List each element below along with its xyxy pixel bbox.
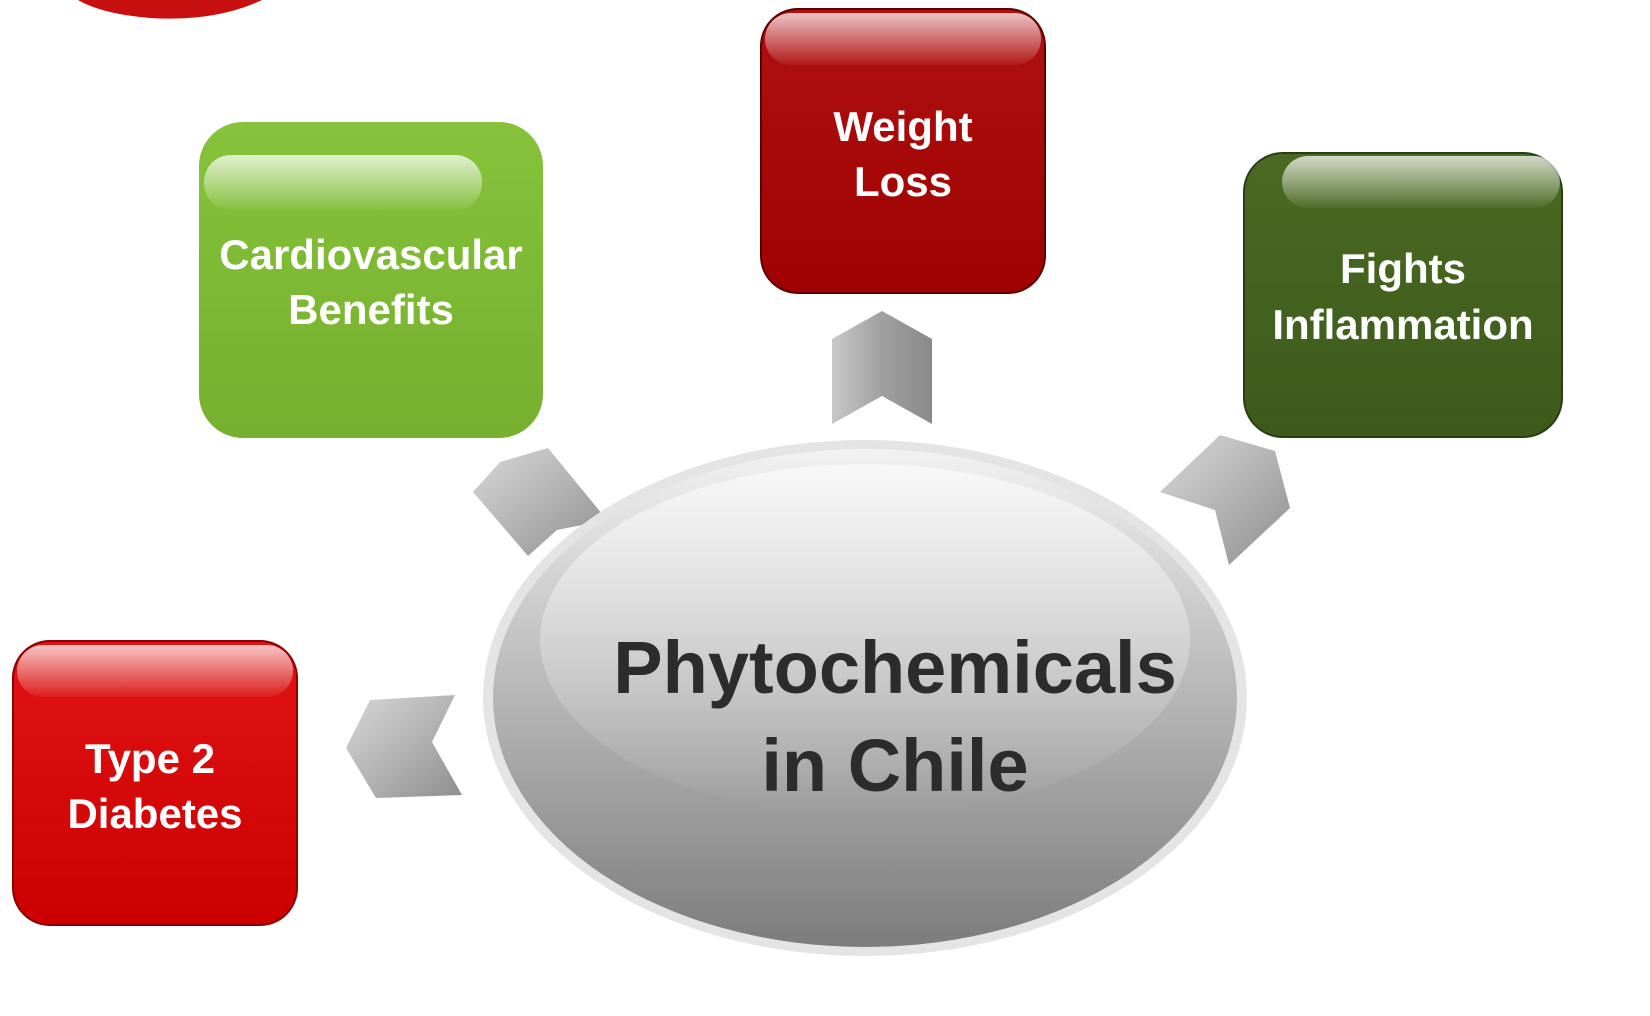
cardio-label-line1: Cardiovascular — [219, 231, 522, 278]
diabetes-label-line2: Diabetes — [67, 790, 242, 837]
center-title-line1: Phytochemicals — [613, 626, 1176, 709]
arrow-to-cardio — [473, 448, 607, 556]
center-node: Phytochemicals in Chile — [483, 440, 1247, 956]
diabetes-label-line1: Type 2 — [85, 735, 215, 782]
cardio-label-line2: Benefits — [288, 286, 454, 333]
weight-label-line1: Weight — [833, 103, 972, 150]
arrow-to-diabetes — [346, 695, 462, 798]
inflammation-label-line1: Fights — [1340, 245, 1466, 292]
weight-label-line2: Loss — [854, 158, 952, 205]
decorative-red-shape — [78, 0, 262, 19]
node-cardiovascular-benefits: Cardiovascular Benefits — [199, 122, 543, 438]
node-fights-inflammation: Fights Inflammation — [1243, 152, 1563, 438]
inflammation-label-line2: Inflammation — [1272, 301, 1533, 348]
center-title-line2: in Chile — [761, 724, 1028, 807]
node-weight-loss: Weight Loss — [760, 8, 1046, 294]
arrow-to-inflammation — [1160, 435, 1290, 565]
arrow-to-weight — [832, 311, 932, 424]
node-type-2-diabetes: Type 2 Diabetes — [12, 640, 298, 926]
